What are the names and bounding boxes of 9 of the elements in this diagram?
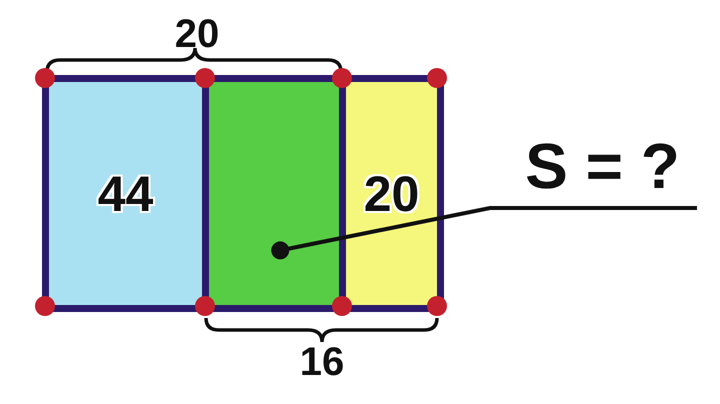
- question-text: S = ?: [500, 128, 705, 204]
- rectangle-region: [346, 75, 444, 312]
- leader-line: [271, 206, 697, 260]
- rectangle-region: [42, 75, 209, 312]
- area-number: 44: [98, 164, 154, 222]
- area-number: 20: [364, 164, 420, 222]
- dimension-label: 16: [298, 340, 346, 385]
- rectangle-region: [209, 75, 346, 312]
- dimension-label: 20: [174, 12, 220, 57]
